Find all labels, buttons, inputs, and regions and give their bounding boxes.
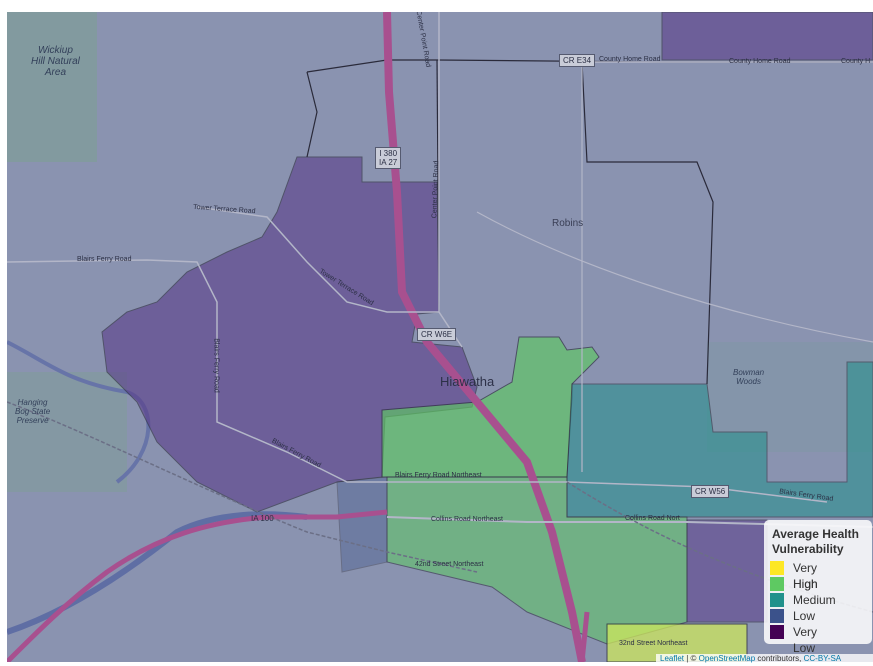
cc-by-sa-link[interactable]: CC-BY-SA xyxy=(803,654,842,663)
tract-very-low-north xyxy=(661,12,873,61)
collins-label-2: Collins Road Nort xyxy=(625,515,680,522)
legend-swatch-very-low xyxy=(770,625,784,639)
legend-label-low: Low xyxy=(793,609,816,623)
hanging-line2: Bog State xyxy=(15,407,51,416)
cr-w6e-shield: CR W6E xyxy=(417,328,457,341)
blairs-ferry-label-1: Blairs Ferry Road xyxy=(77,256,132,263)
legend-swatch-high xyxy=(770,577,784,591)
boundary-north-west xyxy=(306,71,318,158)
hanging-bog-area xyxy=(7,372,127,492)
bowman-line1: Bowman xyxy=(733,368,765,377)
i380-highway-lower xyxy=(579,611,590,662)
tract-low-lower xyxy=(336,476,388,573)
legend: Average Health Vulnerability Very High H… xyxy=(764,520,872,655)
legend-title: Average Health Vulnerability xyxy=(772,527,859,557)
wickiup-label: Wickiup Hill Natural Area xyxy=(31,45,80,78)
32nd-street-label: 32nd Street Northeast xyxy=(619,640,688,647)
legend-title-line2: Vulnerability xyxy=(772,542,844,556)
bowman-line2: Woods xyxy=(736,377,762,386)
wickiup-park-area xyxy=(7,12,97,162)
tower-terrace-road xyxy=(196,206,439,313)
legend-swatch-very-high xyxy=(770,561,784,575)
legend-label-medium: Medium xyxy=(793,593,836,607)
i380-highway xyxy=(383,12,586,662)
hanging-line3: Preserve xyxy=(16,416,49,425)
attribution-sep: | © xyxy=(684,654,699,663)
blairs-ferry-ne-label: Blairs Ferry Road Northeast xyxy=(395,472,482,479)
shield-ia27-text: IA 27 xyxy=(379,158,398,167)
legend-label-high: High xyxy=(793,577,818,591)
legend-label-very-high: Very High xyxy=(793,561,818,591)
ia100-highway xyxy=(7,509,388,662)
collins-ne-label: Collins Road Northeast xyxy=(431,516,503,523)
railway xyxy=(7,401,478,573)
tract-very-low-se xyxy=(686,519,768,623)
bowman-woods-label: Bowman Woods xyxy=(733,368,764,386)
wickiup-line2: Hill Natural xyxy=(31,56,80,67)
i380-ia27-shield: I 380 IA 27 xyxy=(375,147,402,169)
hanging-bog-label: Hanging Bog State Preserve xyxy=(15,398,50,425)
legend-swatch-medium xyxy=(770,593,784,607)
wickiup-line3: Area xyxy=(44,67,67,78)
hiawatha-label: Hiawatha xyxy=(440,374,495,389)
tract-very-high-south xyxy=(606,623,748,662)
42nd-street-label: 42nd Street Northeast xyxy=(415,561,484,568)
county-home-road-label-2: County Home Road xyxy=(729,58,791,65)
wickiup-line1: Wickiup xyxy=(37,45,73,56)
leaflet-link[interactable]: Leaflet xyxy=(660,654,685,663)
boundary-east-line xyxy=(581,61,714,385)
ia100-shield: IA 100 xyxy=(251,514,274,523)
osm-link[interactable]: OpenStreetMap xyxy=(698,654,756,663)
legend-title-line1: Average Health xyxy=(772,527,859,541)
blairs-ferry-label-2: Blairs Ferry Road xyxy=(212,338,220,393)
cr-w56-shield: CR W56 xyxy=(691,485,730,498)
hanging-line1: Hanging xyxy=(17,398,48,407)
map-layers xyxy=(7,12,873,662)
shield-i380-text: I 380 xyxy=(379,149,398,158)
blairs-ferry-road xyxy=(7,259,828,503)
map-attribution: Leaflet | © OpenStreetMap contributors, … xyxy=(656,654,873,666)
map-canvas[interactable]: Wickiup Hill Natural Area Hanging Bog St… xyxy=(7,12,873,662)
county-home-road-label-3: County H xyxy=(841,58,871,65)
legend-label-very-low: Very Low xyxy=(793,625,818,655)
cr-e34-shield: CR E34 xyxy=(559,54,596,67)
robins-label: Robins xyxy=(552,218,584,229)
legend-swatch-low xyxy=(770,609,784,623)
county-home-road-label-1: County Home Road xyxy=(599,56,661,63)
attribution-contrib: contributors, xyxy=(755,654,804,663)
east-diagonal xyxy=(476,211,873,343)
